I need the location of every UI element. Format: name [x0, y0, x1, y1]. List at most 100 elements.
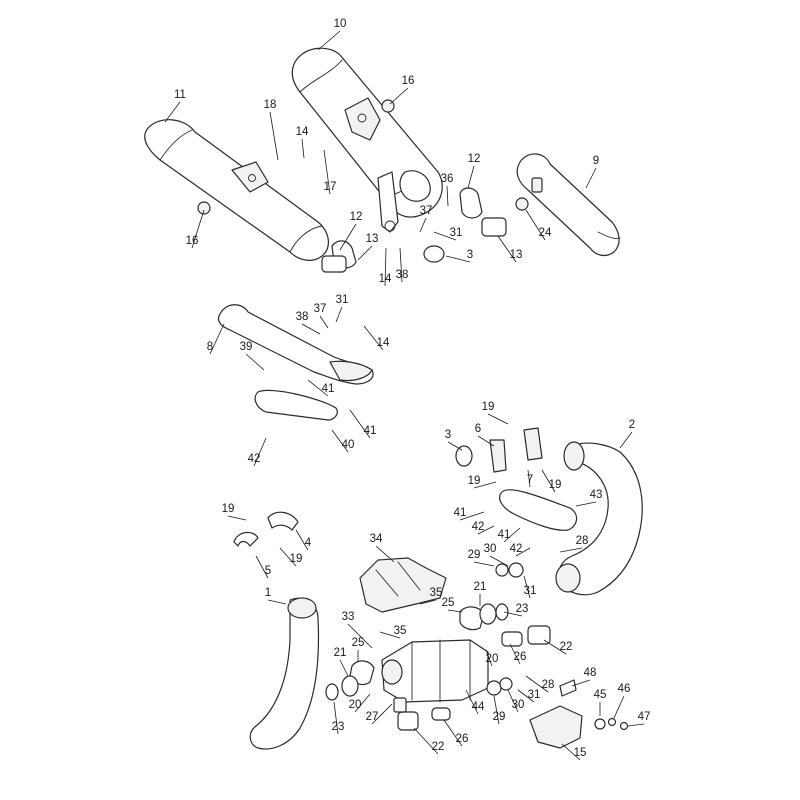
leader-line-19 [473, 481, 497, 489]
callout-label-41: 41 [322, 383, 335, 395]
leader-line-19 [279, 547, 297, 567]
callout-label-25: 25 [352, 637, 365, 649]
leader-line-14 [363, 325, 384, 351]
leader-line-19 [541, 469, 556, 493]
leader-lines [164, 30, 645, 761]
callout-label-23: 23 [332, 721, 345, 733]
callout-label-16: 16 [402, 75, 415, 87]
part-12-clamp-upper [459, 187, 483, 219]
callout-label-13: 13 [366, 233, 379, 245]
callout-label-39: 39 [240, 341, 253, 353]
leader-line-25 [447, 609, 463, 613]
callout-label-19: 19 [468, 475, 481, 487]
leader-line-29 [493, 695, 500, 725]
callout-label-47: 47 [638, 711, 651, 723]
callout-label-34: 34 [370, 533, 383, 545]
leader-line-14 [301, 138, 305, 159]
part-33-collector-box [381, 639, 489, 703]
leader-line-27 [371, 703, 393, 725]
part-2-header-pipe-right [555, 441, 643, 596]
callout-label-41: 41 [454, 507, 467, 519]
leader-line-35 [419, 599, 437, 605]
callout-label-7: 7 [527, 474, 533, 486]
callout-label-31: 31 [524, 585, 537, 597]
leader-line-34 [375, 545, 395, 563]
callout-label-21: 21 [474, 581, 487, 593]
callout-label-30: 30 [484, 543, 497, 555]
leader-line-1 [267, 599, 287, 605]
leader-line-46 [613, 695, 625, 719]
part-29-30-fittings [486, 562, 524, 696]
leader-line-37 [419, 217, 427, 233]
callout-label-31: 31 [528, 689, 541, 701]
callout-label-12: 12 [468, 153, 481, 165]
leader-line-42 [515, 547, 531, 557]
leader-line-44 [465, 689, 479, 715]
leader-line-30 [489, 555, 509, 567]
leader-line-28 [525, 675, 549, 693]
leader-line-37 [319, 315, 329, 329]
part-24-grommet [515, 197, 529, 211]
callout-label-27: 27 [366, 711, 379, 723]
part-4-5-heat-wraps [233, 511, 299, 547]
part-8-mid-pipe [217, 304, 374, 385]
callout-label-33: 33 [342, 611, 355, 623]
callout-label-31: 31 [336, 294, 349, 306]
part-11-silencer-left [144, 119, 329, 261]
leader-line-17 [323, 149, 331, 195]
callout-label-8: 8 [207, 341, 213, 353]
part-48-bracket [559, 679, 577, 697]
part-15-lower-cover [529, 705, 583, 749]
callout-label-42: 42 [510, 543, 523, 555]
callout-label-35: 35 [430, 587, 443, 599]
part-40-heat-shield [254, 389, 338, 421]
leader-line-19 [227, 515, 247, 521]
callout-label-11: 11 [174, 89, 186, 101]
leader-line-7 [527, 469, 531, 488]
callout-label-35: 35 [394, 625, 407, 637]
leader-line-41 [459, 511, 485, 521]
leader-line-47 [627, 723, 645, 727]
callout-label-41: 41 [498, 529, 511, 541]
part-34-heat-shield-upper [359, 557, 447, 613]
callout-label-40: 40 [342, 439, 355, 451]
callout-label-18: 18 [264, 99, 277, 111]
callout-label-24: 24 [539, 227, 552, 239]
callout-label-13: 13 [510, 249, 523, 261]
callout-label-29: 29 [493, 711, 506, 723]
callout-label-38: 38 [396, 269, 409, 281]
callout-label-21: 21 [334, 647, 347, 659]
leader-line-41 [503, 527, 521, 543]
callout-label-20: 20 [486, 653, 499, 665]
leader-line-31 [523, 575, 531, 599]
part-21-23-rings [325, 603, 509, 701]
part-27-fitting [393, 697, 407, 713]
callout-label-4: 4 [305, 537, 312, 549]
callout-label-20: 20 [349, 699, 362, 711]
callout-label-36: 36 [441, 173, 454, 185]
leader-line-22 [543, 639, 567, 655]
leader-line-31 [517, 689, 535, 703]
part-10-silencer-right [291, 47, 443, 233]
leader-line-42 [477, 525, 495, 535]
leader-line-2 [619, 431, 633, 449]
leader-line-20 [354, 693, 371, 713]
callout-label-23: 23 [516, 603, 529, 615]
callout-label-3: 3 [445, 429, 451, 441]
part-13-gasket-lower [321, 255, 347, 273]
leader-line-36 [446, 185, 449, 207]
callout-label-19: 19 [549, 479, 562, 491]
callout-label-28: 28 [542, 679, 555, 691]
leader-line-40 [331, 429, 349, 453]
leader-line-38 [399, 247, 403, 283]
callout-label-25: 25 [442, 597, 455, 609]
callout-label-37: 37 [420, 205, 433, 217]
leader-line-14 [384, 247, 387, 287]
part-6-7-brackets [489, 427, 543, 473]
callout-label-1: 1 [265, 587, 271, 599]
leader-line-4 [295, 529, 309, 551]
leader-line-24 [525, 209, 546, 241]
leader-line-15 [561, 743, 581, 761]
callout-label-6: 6 [475, 423, 481, 435]
callout-label-3: 3 [467, 249, 473, 261]
